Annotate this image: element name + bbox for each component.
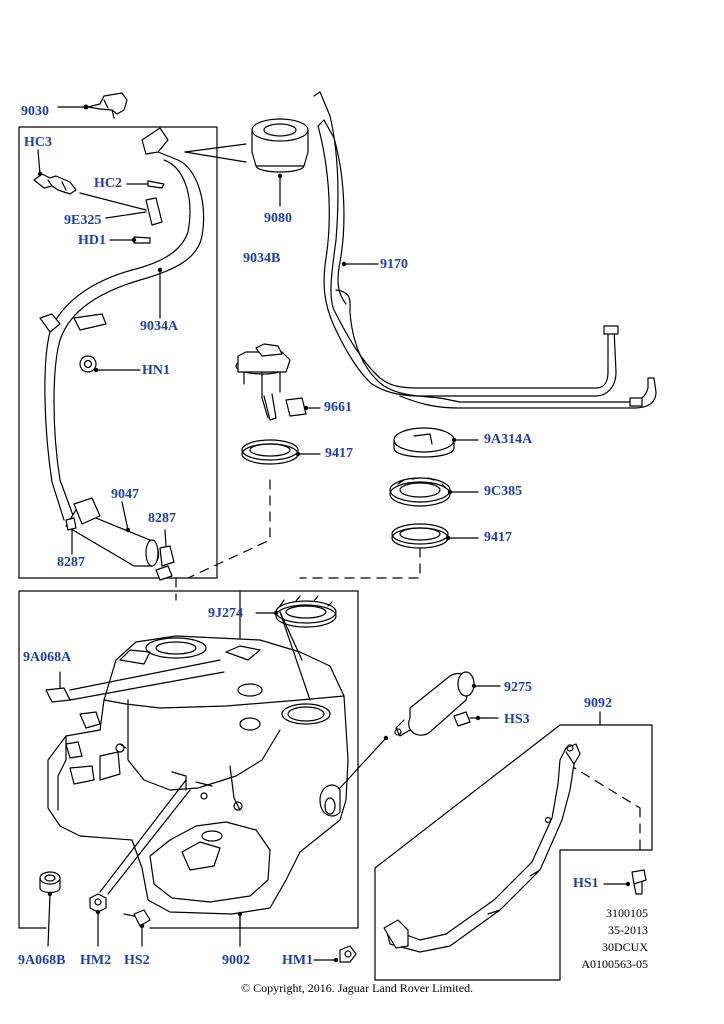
label-hs3: HS3 xyxy=(504,712,530,727)
bolt-hs1 xyxy=(603,869,647,895)
hose-clip-hc2 xyxy=(126,180,165,189)
label-8287-a: 8287 xyxy=(148,511,176,526)
misc-leaders xyxy=(279,611,601,726)
fuel-tank-9002 xyxy=(45,635,349,947)
label-9092: 9092 xyxy=(584,696,612,711)
dashed-connectors xyxy=(175,479,641,851)
lock-ring-9c385 xyxy=(389,477,479,507)
screw-hs3 xyxy=(453,711,499,727)
label-9e325: 9E325 xyxy=(64,213,102,228)
label-hs2: HS2 xyxy=(124,953,150,968)
label-9002: 9002 xyxy=(222,953,250,968)
fuel-lines-9170 xyxy=(313,91,657,409)
filler-neck-9034a xyxy=(39,127,205,521)
grommet-hn1 xyxy=(79,355,141,373)
leaders-9a068a xyxy=(59,659,225,701)
group-box-filler xyxy=(18,126,218,579)
label-9417-b: 9417 xyxy=(484,530,512,545)
breather-valve-9030 xyxy=(57,92,128,119)
label-9417-a: 9417 xyxy=(325,446,353,461)
clip-8287-a xyxy=(155,529,175,581)
label-9a314a: 9A314A xyxy=(484,432,533,447)
nut-hm2 xyxy=(89,779,191,947)
fuel-filter-9275 xyxy=(394,671,501,737)
leader-filter-tank xyxy=(339,735,389,789)
reference-line-3: 30DCUX xyxy=(601,940,648,954)
label-hd1: HD1 xyxy=(78,233,106,248)
label-hm1: HM1 xyxy=(282,953,314,968)
label-hm2: HM2 xyxy=(80,953,112,968)
clip-hc3 xyxy=(33,149,77,195)
group-box-strap xyxy=(374,724,653,981)
hose-9047 xyxy=(65,497,160,567)
reference-line-4: A0100563-05 xyxy=(581,957,648,971)
label-9047: 9047 xyxy=(111,487,139,502)
label-9034a: 9034A xyxy=(140,319,179,334)
label-9a068a: 9A068A xyxy=(23,650,72,665)
label-hc3: HC3 xyxy=(24,135,52,150)
hose-9e325 xyxy=(79,192,163,226)
seal-9417-a xyxy=(241,439,321,465)
filler-cap-9080 xyxy=(184,118,309,207)
reference-block: 3100105 35-2013 30DCUX A0100563-05 xyxy=(581,905,648,973)
drain-hd1 xyxy=(109,236,151,244)
strap-9092 xyxy=(383,743,581,953)
label-9030: 9030 xyxy=(21,104,49,119)
label-hn1: HN1 xyxy=(142,363,170,378)
label-hc2: HC2 xyxy=(94,176,122,191)
fastener-hm1 xyxy=(313,945,357,963)
copyright-text: © Copyright, 2016. Jaguar Land Rover Lim… xyxy=(241,981,474,995)
label-9034b: 9034B xyxy=(243,251,281,266)
seal-9417-b xyxy=(391,523,479,549)
label-9661: 9661 xyxy=(324,400,352,415)
screw-hs2 xyxy=(123,909,151,947)
label-9275: 9275 xyxy=(504,680,532,695)
label-8287-b: 8287 xyxy=(57,555,85,570)
label-9c385: 9C385 xyxy=(484,484,523,499)
label-9a068b: 9A068B xyxy=(18,953,66,968)
reference-line-1: 3100105 xyxy=(606,906,648,920)
plug-9a068b xyxy=(39,871,61,947)
label-9170: 9170 xyxy=(380,257,408,272)
clip-8287-b xyxy=(65,517,77,555)
pump-module-9661 xyxy=(235,343,321,421)
label-9j274: 9J274 xyxy=(208,606,243,621)
label-hs1: HS1 xyxy=(573,876,599,891)
reference-line-2: 35-2013 xyxy=(608,923,648,937)
cap-9a314a xyxy=(393,427,479,458)
label-9080: 9080 xyxy=(264,211,292,226)
ring-9j274 xyxy=(255,595,337,628)
